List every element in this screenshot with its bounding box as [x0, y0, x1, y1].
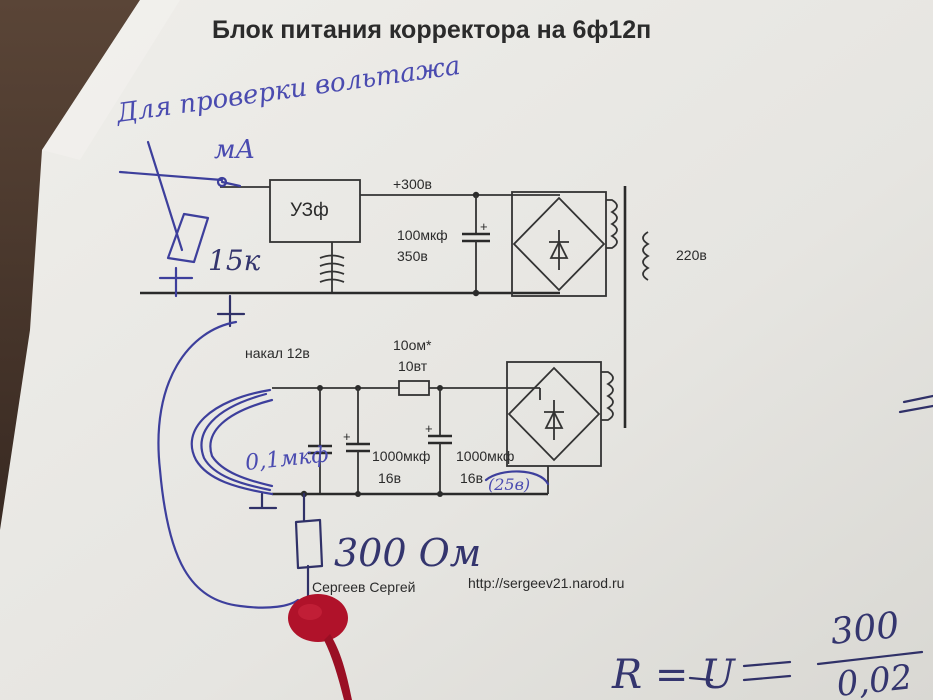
- filter-coil: [319, 242, 345, 292]
- cap2-value-1000: 1000мкф: [456, 448, 514, 464]
- handwritten-resistor-300om: [294, 518, 324, 570]
- handwritten-15k: 15к: [208, 244, 261, 277]
- formula-denominator: 0,02: [835, 657, 914, 700]
- mains-label-220: 220в: [676, 247, 707, 263]
- filter-box-label: УЗф: [290, 200, 329, 221]
- lower-circuit: накал 12в 10ом* 10вт + 1000мкф 16в + 100…: [245, 337, 614, 498]
- formula-lhs: R = U: [611, 652, 736, 698]
- diagram-title: Блок питания корректора на 6ф12п: [212, 16, 651, 44]
- transformer-primary: [642, 231, 650, 281]
- handwritten-formula: R = U 300 0,02: [611, 605, 924, 700]
- handwritten-additions-lower: [157, 320, 550, 609]
- polarity-plus: +: [343, 429, 351, 444]
- cap-voltage-350: 350в: [397, 248, 428, 264]
- handwritten-additions-upper: [118, 140, 246, 328]
- resistor-power-10w: 10вт: [398, 358, 428, 374]
- transformer-secondary-lower: [601, 371, 614, 421]
- upper-circuit: УЗф +300в + 100мкф 350в: [140, 176, 707, 428]
- junction-dot: [437, 491, 443, 497]
- handwritten-25v: (25в): [488, 475, 530, 494]
- filter-box: [269, 179, 361, 243]
- red-stain: [288, 594, 352, 700]
- bridge-rectifier-upper: [511, 191, 607, 297]
- formula-numerator: 300: [829, 605, 902, 653]
- polarity-plus: +: [480, 219, 488, 234]
- margin-marks: [898, 394, 933, 414]
- cap1-value-1000: 1000мкф: [372, 448, 430, 464]
- author-url: http://sergeev21.narod.ru: [468, 575, 624, 591]
- junction-dot: [355, 491, 361, 497]
- bridge-rectifier-lower: [506, 361, 602, 494]
- voltage-label-300: +300в: [393, 176, 432, 192]
- cap-value-100: 100мкф: [397, 227, 448, 243]
- resistor-value-10om: 10ом*: [393, 337, 432, 353]
- handwritten-ma: мА: [214, 135, 255, 165]
- cap2-voltage-16: 16в: [460, 470, 483, 486]
- transformer-secondary-upper: [606, 199, 618, 249]
- polarity-plus: +: [425, 421, 433, 436]
- handwritten-resistor-15k: [166, 212, 210, 264]
- handwritten-300om: 300 Ом: [334, 531, 481, 575]
- cap1-voltage-16: 16в: [378, 470, 401, 486]
- handwritten-wire-loop: [157, 320, 300, 609]
- author-credit: Сергеев Сергей: [312, 579, 415, 595]
- heater-label: накал 12в: [245, 345, 310, 361]
- paper-highlight: [42, 0, 180, 160]
